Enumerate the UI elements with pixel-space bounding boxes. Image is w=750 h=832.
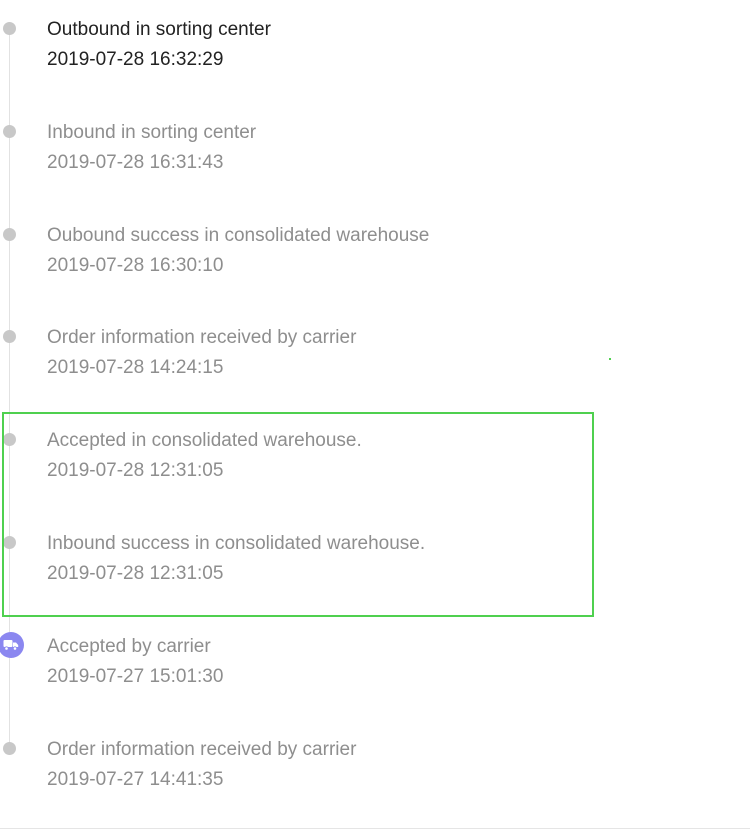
timeline-event: Order information received by carrier 20…: [0, 720, 700, 800]
timeline-dot-icon: [3, 22, 16, 35]
timeline-event: Order information received by carrier 20…: [0, 308, 700, 388]
event-time: 2019-07-28 16:30:10: [47, 255, 224, 276]
event-time: 2019-07-27 15:01:30: [47, 666, 224, 687]
event-title: Inbound in sorting center: [47, 122, 257, 143]
timeline-dot-icon: [3, 536, 16, 549]
timeline-dot-icon: [3, 228, 16, 241]
event-title: Oubound success in consolidated warehous…: [47, 225, 430, 246]
event-title: Inbound success in consolidated warehous…: [47, 533, 426, 554]
event-title: Order information received by carrier: [47, 739, 357, 760]
timeline-event: Inbound success in consolidated warehous…: [0, 514, 700, 594]
event-time: 2019-07-28 12:31:05: [47, 563, 224, 584]
event-time: 2019-07-28 14:24:15: [47, 357, 224, 378]
annotation-mark: [609, 358, 611, 360]
event-title: Outbound in sorting center: [47, 19, 271, 40]
timeline-dot-icon: [3, 125, 16, 138]
event-time: 2019-07-28 16:32:29: [47, 49, 224, 70]
event-title: Order information received by carrier: [47, 327, 357, 348]
timeline-dot-icon: [3, 330, 16, 343]
truck-icon: [0, 632, 24, 658]
truck-icon-glyph: [3, 640, 19, 651]
timeline-event: Accepted in consolidated warehouse. 2019…: [0, 411, 700, 491]
timeline-line: [9, 28, 10, 750]
event-title: Accepted by carrier: [47, 636, 211, 657]
event-time: 2019-07-28 16:31:43: [47, 152, 224, 173]
event-time: 2019-07-27 14:41:35: [47, 769, 224, 790]
timeline-event: Inbound in sorting center 2019-07-28 16:…: [0, 103, 700, 183]
event-time: 2019-07-28 12:31:05: [47, 460, 224, 481]
timeline-event: Outbound in sorting center 2019-07-28 16…: [0, 0, 700, 80]
timeline-event: Oubound success in consolidated warehous…: [0, 206, 700, 286]
event-title: Accepted in consolidated warehouse.: [47, 430, 362, 451]
timeline-dot-icon: [3, 433, 16, 446]
timeline-event: Accepted by carrier 2019-07-27 15:01:30: [0, 617, 700, 697]
bottom-divider: [0, 828, 750, 829]
timeline-dot-icon: [3, 742, 16, 755]
